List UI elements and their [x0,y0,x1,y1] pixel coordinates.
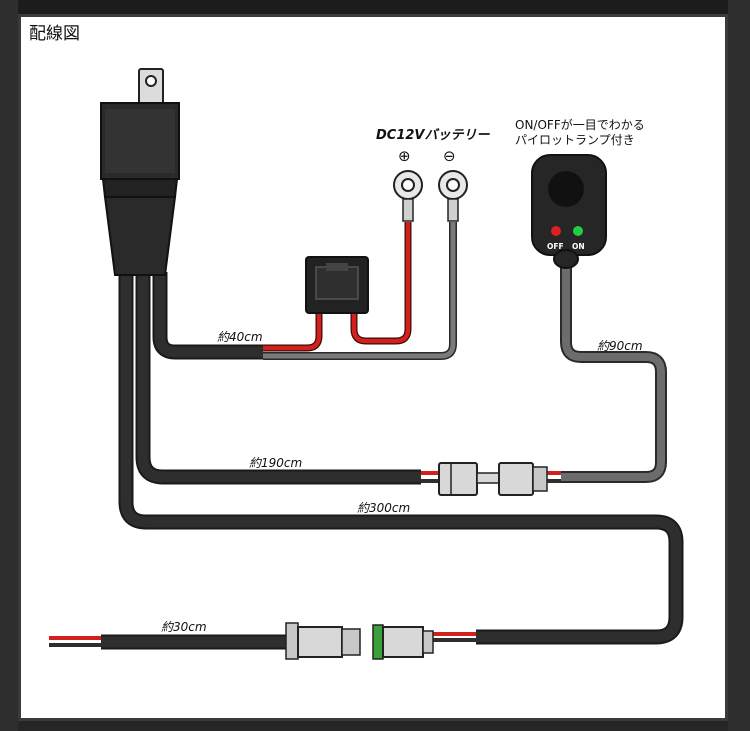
background-left-edge [0,0,18,731]
led-green-icon [573,226,583,236]
switch-unit: OFF ON [531,154,607,269]
main-cable-length: 約300cm [357,501,410,515]
positive-terminal: ⊕ [393,147,423,222]
negative-terminal: ⊖ [438,147,468,222]
diagram-title: 配線図 [29,24,80,44]
relay [100,68,180,276]
wiring-diagram: 配線図 [29,24,684,660]
battery-label: DC12Vバッテリー [376,128,490,143]
light-lead-length: 約30cm [161,620,207,634]
connector-seal [372,624,384,660]
main-cable [118,272,684,645]
cables [49,222,684,650]
background-right-edge [728,0,750,731]
switch-extension-connector [438,462,548,496]
led-red-icon [551,226,561,236]
diagram-card: 配線図 [18,14,728,721]
minus-symbol: ⊖ [443,147,456,165]
light-connector [285,622,434,660]
switch-cable-length: 約90cm [597,339,643,353]
switch-button-icon [548,171,584,207]
switch-extension-cable [135,272,421,485]
battery-cable-length: 約40cm [217,330,263,344]
relay-boot [103,196,177,276]
switch-extension-length: 約190cm [249,456,302,470]
switch-off-label: OFF [547,242,564,251]
plus-symbol: ⊕ [398,147,411,165]
background-strip [0,0,750,14]
switch-cable [560,262,667,483]
fuse-holder [305,256,369,314]
switch-note-line2: パイロットランプ付き [515,133,635,147]
switch-note-line1: ON/OFFが一目でわかる [515,117,645,132]
switch-on-label: ON [572,242,585,251]
